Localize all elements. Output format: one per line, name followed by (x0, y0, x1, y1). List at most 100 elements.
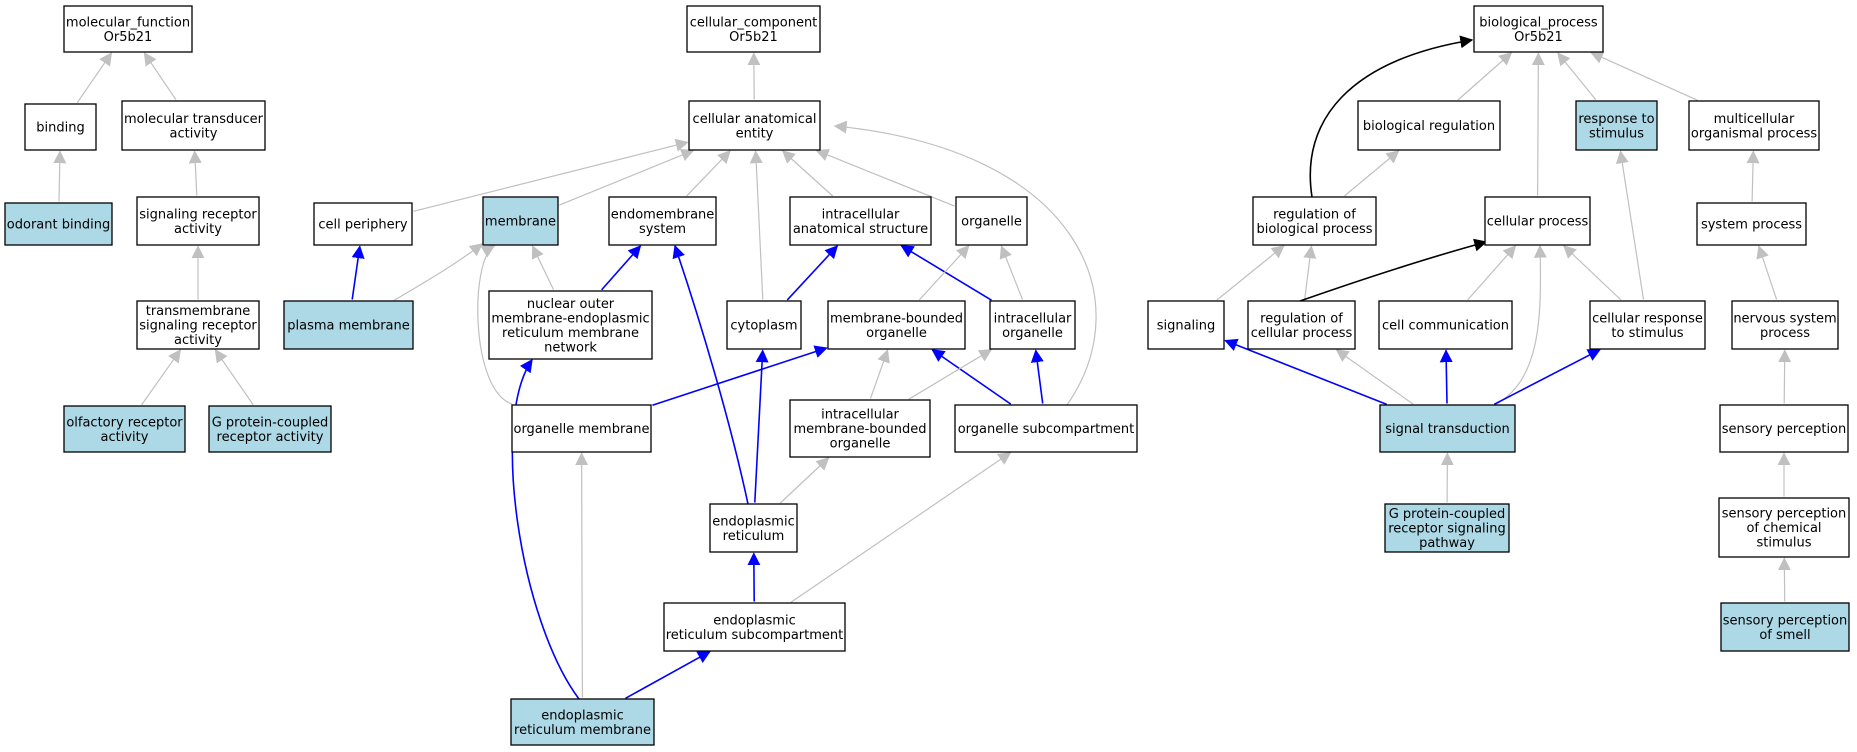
edge-cellproc-to-bp (1531, 52, 1545, 196)
node-box (789, 196, 932, 246)
node-label-line: Or5b21 (1514, 30, 1563, 45)
node-box (482, 196, 559, 246)
node-label-line: multicellular (1714, 112, 1795, 127)
node-box (955, 196, 1028, 246)
node-label-line: reticulum membrane (514, 723, 651, 738)
edge-cellcomm-to-cellproc (1467, 245, 1517, 301)
edge-sigtrans-to-cellcomm (1439, 349, 1453, 404)
node-label-line: cell periphery (318, 218, 408, 233)
edge-sysproc-to-multi (1746, 150, 1760, 202)
edge-gpcr-to-tmsig (214, 349, 254, 406)
edge-ermem-to-ersub (625, 651, 711, 699)
edge-resp-to-bp (1557, 52, 1597, 101)
node-box (1357, 100, 1501, 151)
edge-regbp-to-bp (1309, 35, 1474, 198)
node-box (313, 202, 413, 246)
node-label-line: organelle membrane (513, 422, 649, 437)
node-label-line: signaling receptor (139, 319, 257, 334)
edge-er-to-cytoplasm (754, 349, 769, 503)
node-box (1484, 196, 1591, 246)
node-label-line: cell communication (1382, 319, 1509, 334)
node-box (726, 300, 802, 350)
node-cellproc: cellular process (1484, 196, 1591, 246)
node-label-line: regulation of (1260, 311, 1343, 326)
node-label-line: transmembrane (146, 304, 251, 319)
node-label-line: intracellular (821, 408, 899, 423)
node-box (63, 5, 193, 53)
node-label-line: sensory perception (1722, 422, 1847, 437)
edge-layer (53, 35, 1792, 700)
node-signaling: signaling (1147, 300, 1225, 350)
edge-regcp-to-cellproc (1299, 238, 1488, 302)
node-box (608, 196, 717, 246)
node-box (954, 404, 1138, 453)
node-label-line: activity (170, 126, 218, 141)
edge-binding-to-mf (76, 52, 113, 104)
node-label-line: biological process (1256, 222, 1372, 237)
edge-ermem-to-nuclear (511, 358, 580, 700)
node-box (709, 503, 798, 553)
node-organelle: organelle (955, 196, 1028, 246)
node-bioreg: biological regulation (1357, 100, 1501, 151)
node-label-line: organelle (961, 215, 1022, 230)
node-label-line: stimulus (1589, 126, 1644, 141)
edge-sigtrans-to-regcp (1335, 349, 1414, 405)
node-label-line: receptor activity (217, 430, 324, 445)
node-label-line: process (1760, 326, 1810, 341)
node-label-line: molecular transducer (124, 112, 264, 127)
edge-olf-to-tmsig (141, 349, 181, 406)
node-box (208, 405, 332, 453)
edge-odorant-to-binding (53, 150, 67, 202)
node-label-line: endoplasmic (712, 514, 794, 529)
node-box (1247, 300, 1356, 350)
node-box (510, 698, 655, 746)
edge-sigtrans-to-cellresp (1493, 348, 1601, 406)
node-label-line: of chemical (1746, 521, 1821, 536)
node-label-line: organelle (866, 326, 927, 341)
node-box (1379, 404, 1516, 453)
edge-orgmem-to-mbo (652, 345, 828, 406)
node-label-line: organelle (830, 437, 891, 452)
node-label-line: cytoplasm (730, 319, 797, 334)
node-sigtrans: signal transduction (1379, 404, 1516, 453)
node-label-line: entity (736, 126, 774, 141)
node-binding: binding (24, 103, 97, 151)
node-box (688, 100, 821, 151)
edge-intorg-to-ias (900, 245, 992, 301)
node-box (136, 196, 260, 246)
node-label-line: cellular process (1251, 326, 1353, 341)
edge-er-to-endomem (672, 244, 749, 505)
edge-sigtrans-to-signaling (1224, 338, 1387, 406)
node-label-line: biological regulation (1363, 119, 1495, 134)
edge-membrane-to-cae (559, 148, 695, 206)
edge-multi-to-bp (1590, 51, 1699, 101)
node-sensperc: sensory perception (1719, 404, 1849, 453)
edge-plasmamem-to-membrane (392, 243, 484, 302)
edge-sigrec-to-moltrans (188, 150, 202, 196)
node-label-line: signal transduction (1385, 422, 1510, 437)
node-label-line: organismal process (1691, 126, 1817, 141)
node-box (1731, 300, 1839, 350)
node-box (1378, 300, 1513, 350)
node-box (827, 300, 966, 350)
node-box (1696, 202, 1807, 246)
edge-nsp-to-sysproc (1756, 245, 1778, 300)
node-box (1719, 404, 1849, 453)
edge-orgmem-to-membrane (477, 245, 513, 405)
edge-signaling-to-regbp (1216, 245, 1285, 301)
node-box (63, 405, 186, 453)
